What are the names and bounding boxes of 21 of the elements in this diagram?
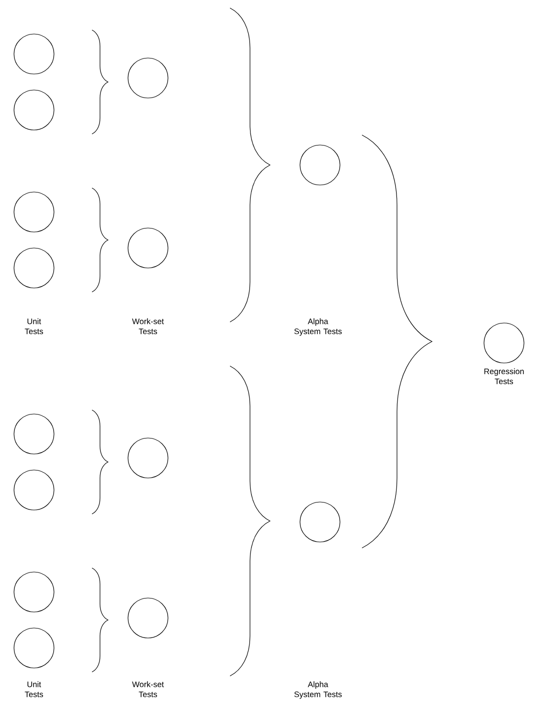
circle-node xyxy=(14,192,54,232)
circle-node xyxy=(14,90,54,130)
column-label: Work-set Tests xyxy=(132,318,164,334)
circle-node xyxy=(14,572,54,612)
circle-node xyxy=(128,598,168,638)
circle-node xyxy=(484,322,524,364)
circle-node xyxy=(300,144,340,186)
circle-node xyxy=(128,438,168,478)
column-label: Alpha System Tests xyxy=(294,318,342,336)
column-label: Work-set Tests xyxy=(132,681,164,698)
circle-node xyxy=(14,414,54,454)
circle-node xyxy=(14,470,54,510)
circle-node xyxy=(300,502,340,542)
circle-node xyxy=(128,228,168,268)
circle-node xyxy=(128,58,168,98)
circle-node xyxy=(14,628,54,668)
column-label: Unit Tests xyxy=(24,681,44,698)
circle-node xyxy=(14,34,54,74)
circle-node xyxy=(14,248,54,288)
column-label: Unit Tests xyxy=(24,318,44,334)
column-label: Alpha System Tests xyxy=(294,681,342,699)
